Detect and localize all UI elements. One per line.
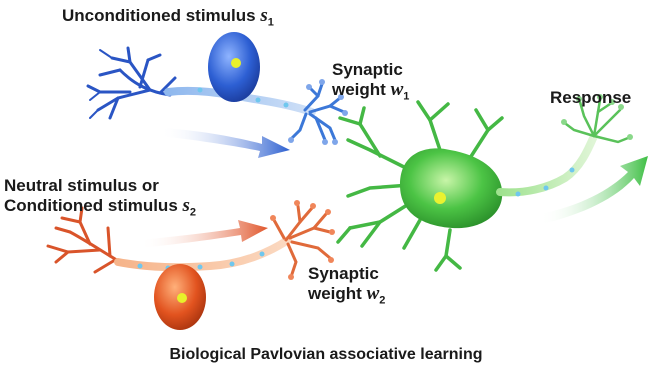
neutral-stimulus-subscript: 2 — [190, 206, 196, 218]
response-label: Response — [550, 88, 631, 108]
unconditioned-stimulus-label: Unconditioned stimulus s1 — [62, 6, 274, 32]
conditioned-nucleus — [177, 293, 187, 303]
synaptic-weight-2-line1: Synaptic — [308, 264, 385, 284]
synaptic-weight-2-symbol: w — [367, 283, 380, 304]
unconditioned-stimulus-symbol: s — [260, 5, 267, 26]
response-neuron — [338, 94, 633, 270]
synaptic-weight-2-label: Synaptic weight w2 — [308, 264, 385, 310]
unconditioned-dendrites — [88, 48, 175, 118]
synaptic-weight-1-label: Synaptic weight w1 — [332, 60, 409, 106]
synaptic-weight-1-line2: weight — [332, 80, 386, 99]
neutral-stimulus-line1: Neutral stimulus or — [4, 176, 196, 196]
conditioned-signal-arrow — [140, 220, 268, 248]
unconditioned-neuron — [88, 32, 348, 145]
synaptic-weight-1-subscript: 1 — [403, 90, 409, 102]
neutral-stimulus-line2: Conditioned stimulus — [4, 196, 178, 215]
synaptic-weight-2-subscript: 2 — [379, 294, 385, 306]
unconditioned-stimulus-text: Unconditioned stimulus — [62, 6, 256, 25]
response-cell-body — [400, 148, 502, 228]
response-nucleus — [434, 192, 446, 204]
unconditioned-signal-arrow — [160, 128, 290, 158]
synaptic-weight-2-line2: weight — [308, 284, 362, 303]
neutral-stimulus-symbol: s — [183, 195, 190, 216]
response-signal-arrow — [540, 156, 648, 224]
figure-caption: Biological Pavlovian associative learnin… — [0, 346, 652, 364]
synaptic-weight-1-symbol: w — [391, 79, 404, 100]
neutral-stimulus-label: Neutral stimulus or Conditioned stimulus… — [4, 176, 196, 222]
synaptic-weight-1-line1: Synaptic — [332, 60, 409, 80]
unconditioned-nucleus — [231, 58, 241, 68]
response-axon — [500, 136, 594, 192]
unconditioned-stimulus-subscript: 1 — [268, 16, 274, 28]
